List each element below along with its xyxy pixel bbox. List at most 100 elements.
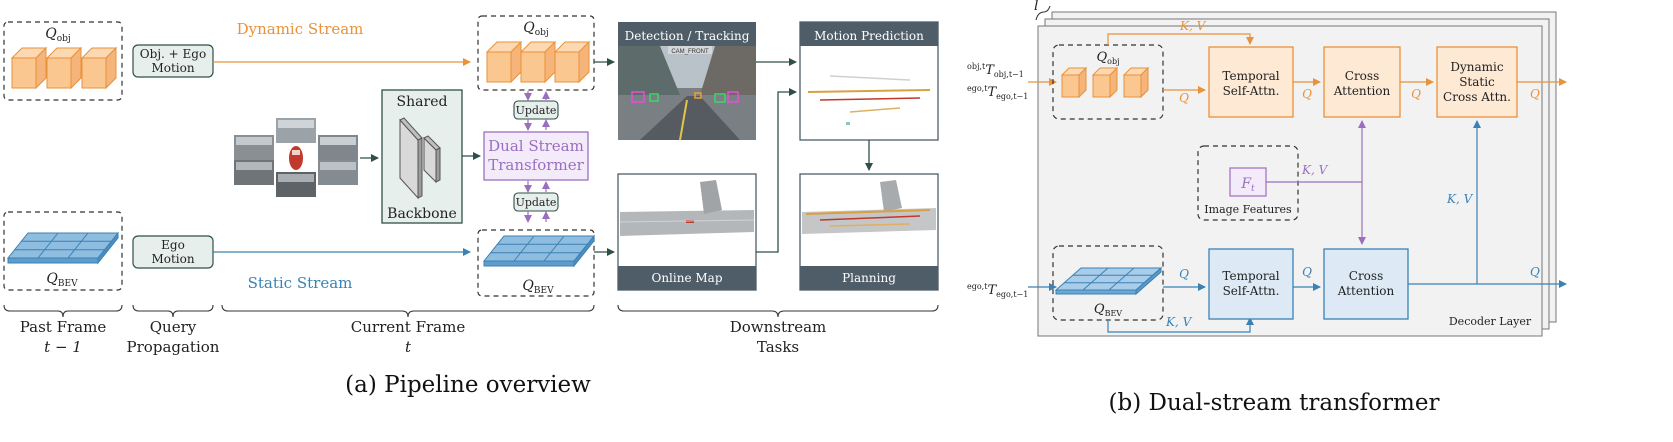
q-obj-to-temporal-label: Q [1179,91,1189,105]
past-cube-2 [46,47,82,89]
ft-kv-label: K, V [1301,163,1329,177]
decoder-q-obj-label: Qobj [1096,50,1119,66]
decoder-cube-3 [1123,67,1149,98]
q-bev-to-temporal-label: Q [1179,267,1189,281]
dual-stream-transformer: l obj,tTobj,t−1 ego,tTego,t−1 ego,tTego,… [967,0,1567,416]
detection-tracking-title: Detection / Tracking [625,29,750,43]
cross-obj-line1: Cross [1345,69,1379,83]
temporal-to-cross-obj-label: Q [1302,87,1312,101]
current-cube-2 [520,41,556,83]
planning-title-bar [800,266,938,290]
current-frame-line1: Current Frame [351,318,466,336]
current-q-obj-label: Qobj [523,20,548,38]
online-map-title: Online Map [651,271,722,285]
layer-index-label: l [1034,0,1038,14]
static-stream-label: Static Stream [248,274,353,292]
motion-prediction-image [807,75,931,125]
update-bottom-label: Update [516,196,557,209]
temporal-bev-line2: Self-Attn. [1223,284,1280,298]
past-q-bev-label: QBEV [46,271,78,289]
past-q-obj-box [3,21,123,101]
bev-to-dyn-static-label: K, V [1446,192,1474,206]
online-map-title-bar [618,266,756,290]
obj-kv-top-label: K, V [1179,19,1207,33]
obj-ego-motion-box [132,44,214,78]
cross-bev-output-label: Q [1530,265,1540,279]
current-cube-3 [554,41,590,83]
motion-prediction-title: Motion Prediction [814,29,924,43]
current-frame-line2: t [405,338,412,356]
cross-bev-line2: Attention [1337,284,1395,298]
dynamic-stream-label: Dynamic Stream [237,20,364,38]
bev-kv-bottom-label: K, V [1165,315,1193,329]
update-top-label: Update [516,104,557,117]
dynamic-static-cross-attn-box [1436,46,1518,118]
current-cube-1 [486,41,522,83]
ft-label: Ft [1240,176,1255,194]
pipeline-caption: (a) Pipeline overview [345,372,591,398]
backbone-layers-icon [399,117,441,200]
dyn-static-output-label: Q [1530,87,1540,101]
cam-front-label: CAM_FRONT [671,49,709,55]
cross-obj-line2: Attention [1333,84,1391,98]
cross-attention-bev-box [1323,248,1409,320]
brace-past-frame [3,304,123,318]
temporal-obj-line1: Temporal [1222,69,1279,83]
detection-camera-image: CAM_FRONT [618,46,756,141]
temporal-bev-line1: Temporal [1222,269,1279,283]
decoder-cube-1 [1061,67,1087,98]
t-obj-label: obj,tTobj,t−1 [967,62,1024,79]
past-cube-1 [11,47,47,89]
decoder-layer-label: Decoder Layer [1449,315,1532,328]
query-propagation-line1: Query [150,318,197,336]
cross-bev-line1: Cross [1349,269,1383,283]
dyn-static-line1: Dynamic [1450,60,1504,74]
ego-motion-line2: Motion [151,252,194,266]
image-features-label: Image Features [1204,203,1292,216]
dyn-static-line3: Cross Attn. [1443,90,1511,104]
obj-ego-motion-line2: Motion [151,61,194,75]
past-q-bev-box [3,211,123,291]
past-q-obj-label: Qobj [45,26,70,44]
past-bev-grid [7,232,119,264]
brace-downstream [617,304,939,318]
current-q-bev-label: QBEV [522,278,554,296]
t-ego-label: ego,tTego,t−1 [967,84,1028,101]
decoder-q-bev-label: QBEV [1094,302,1122,318]
cross-to-dyn-static-label: Q [1411,87,1421,101]
dual-stream-transformer-box [483,131,589,181]
brace-query-propagation [132,304,214,318]
layer-brace [1035,5,1051,21]
update-bottom-box [513,192,559,212]
cross-attention-obj-box [1323,46,1401,118]
map-to-motion-arrow [756,88,797,253]
planning-title: Planning [842,271,896,285]
downstream-line1: Downstream [730,318,827,336]
temporal-to-cross-bev-label: Q [1302,265,1312,279]
temporal-obj-line2: Self-Attn. [1223,84,1280,98]
ego-motion-line1: Ego [161,238,185,252]
query-propagation-line2: Propagation [127,338,220,356]
image-features-box [1197,145,1299,221]
past-frame-line2: t − 1 [44,338,82,356]
downstream-line2: Tasks [757,338,799,356]
update-top-box [513,100,559,120]
dyn-static-line2: Static [1459,75,1495,89]
bev-kv-bottom-path [1107,317,1254,333]
t-ego2-label: ego,tTego,t−1 [967,282,1028,299]
temporal-self-attn-bev-box [1208,248,1294,320]
decoder-cube-2 [1092,67,1118,98]
current-bev-grid [483,235,595,267]
surround-camera-images [234,118,358,197]
obj-ego-motion-line1: Obj. + Ego [140,47,206,61]
backbone-top-label: Shared [397,94,448,110]
past-cube-3 [81,47,117,89]
past-frame-line1: Past Frame [20,318,107,336]
brace-current-frame [221,304,595,318]
backbone-bottom-label: Backbone [387,206,457,222]
dst-line1: Dual Stream [488,137,584,155]
dst-line2: Transformer [488,156,584,174]
obj-kv-top-path [1107,33,1254,45]
temporal-self-attn-obj-box [1208,46,1294,118]
